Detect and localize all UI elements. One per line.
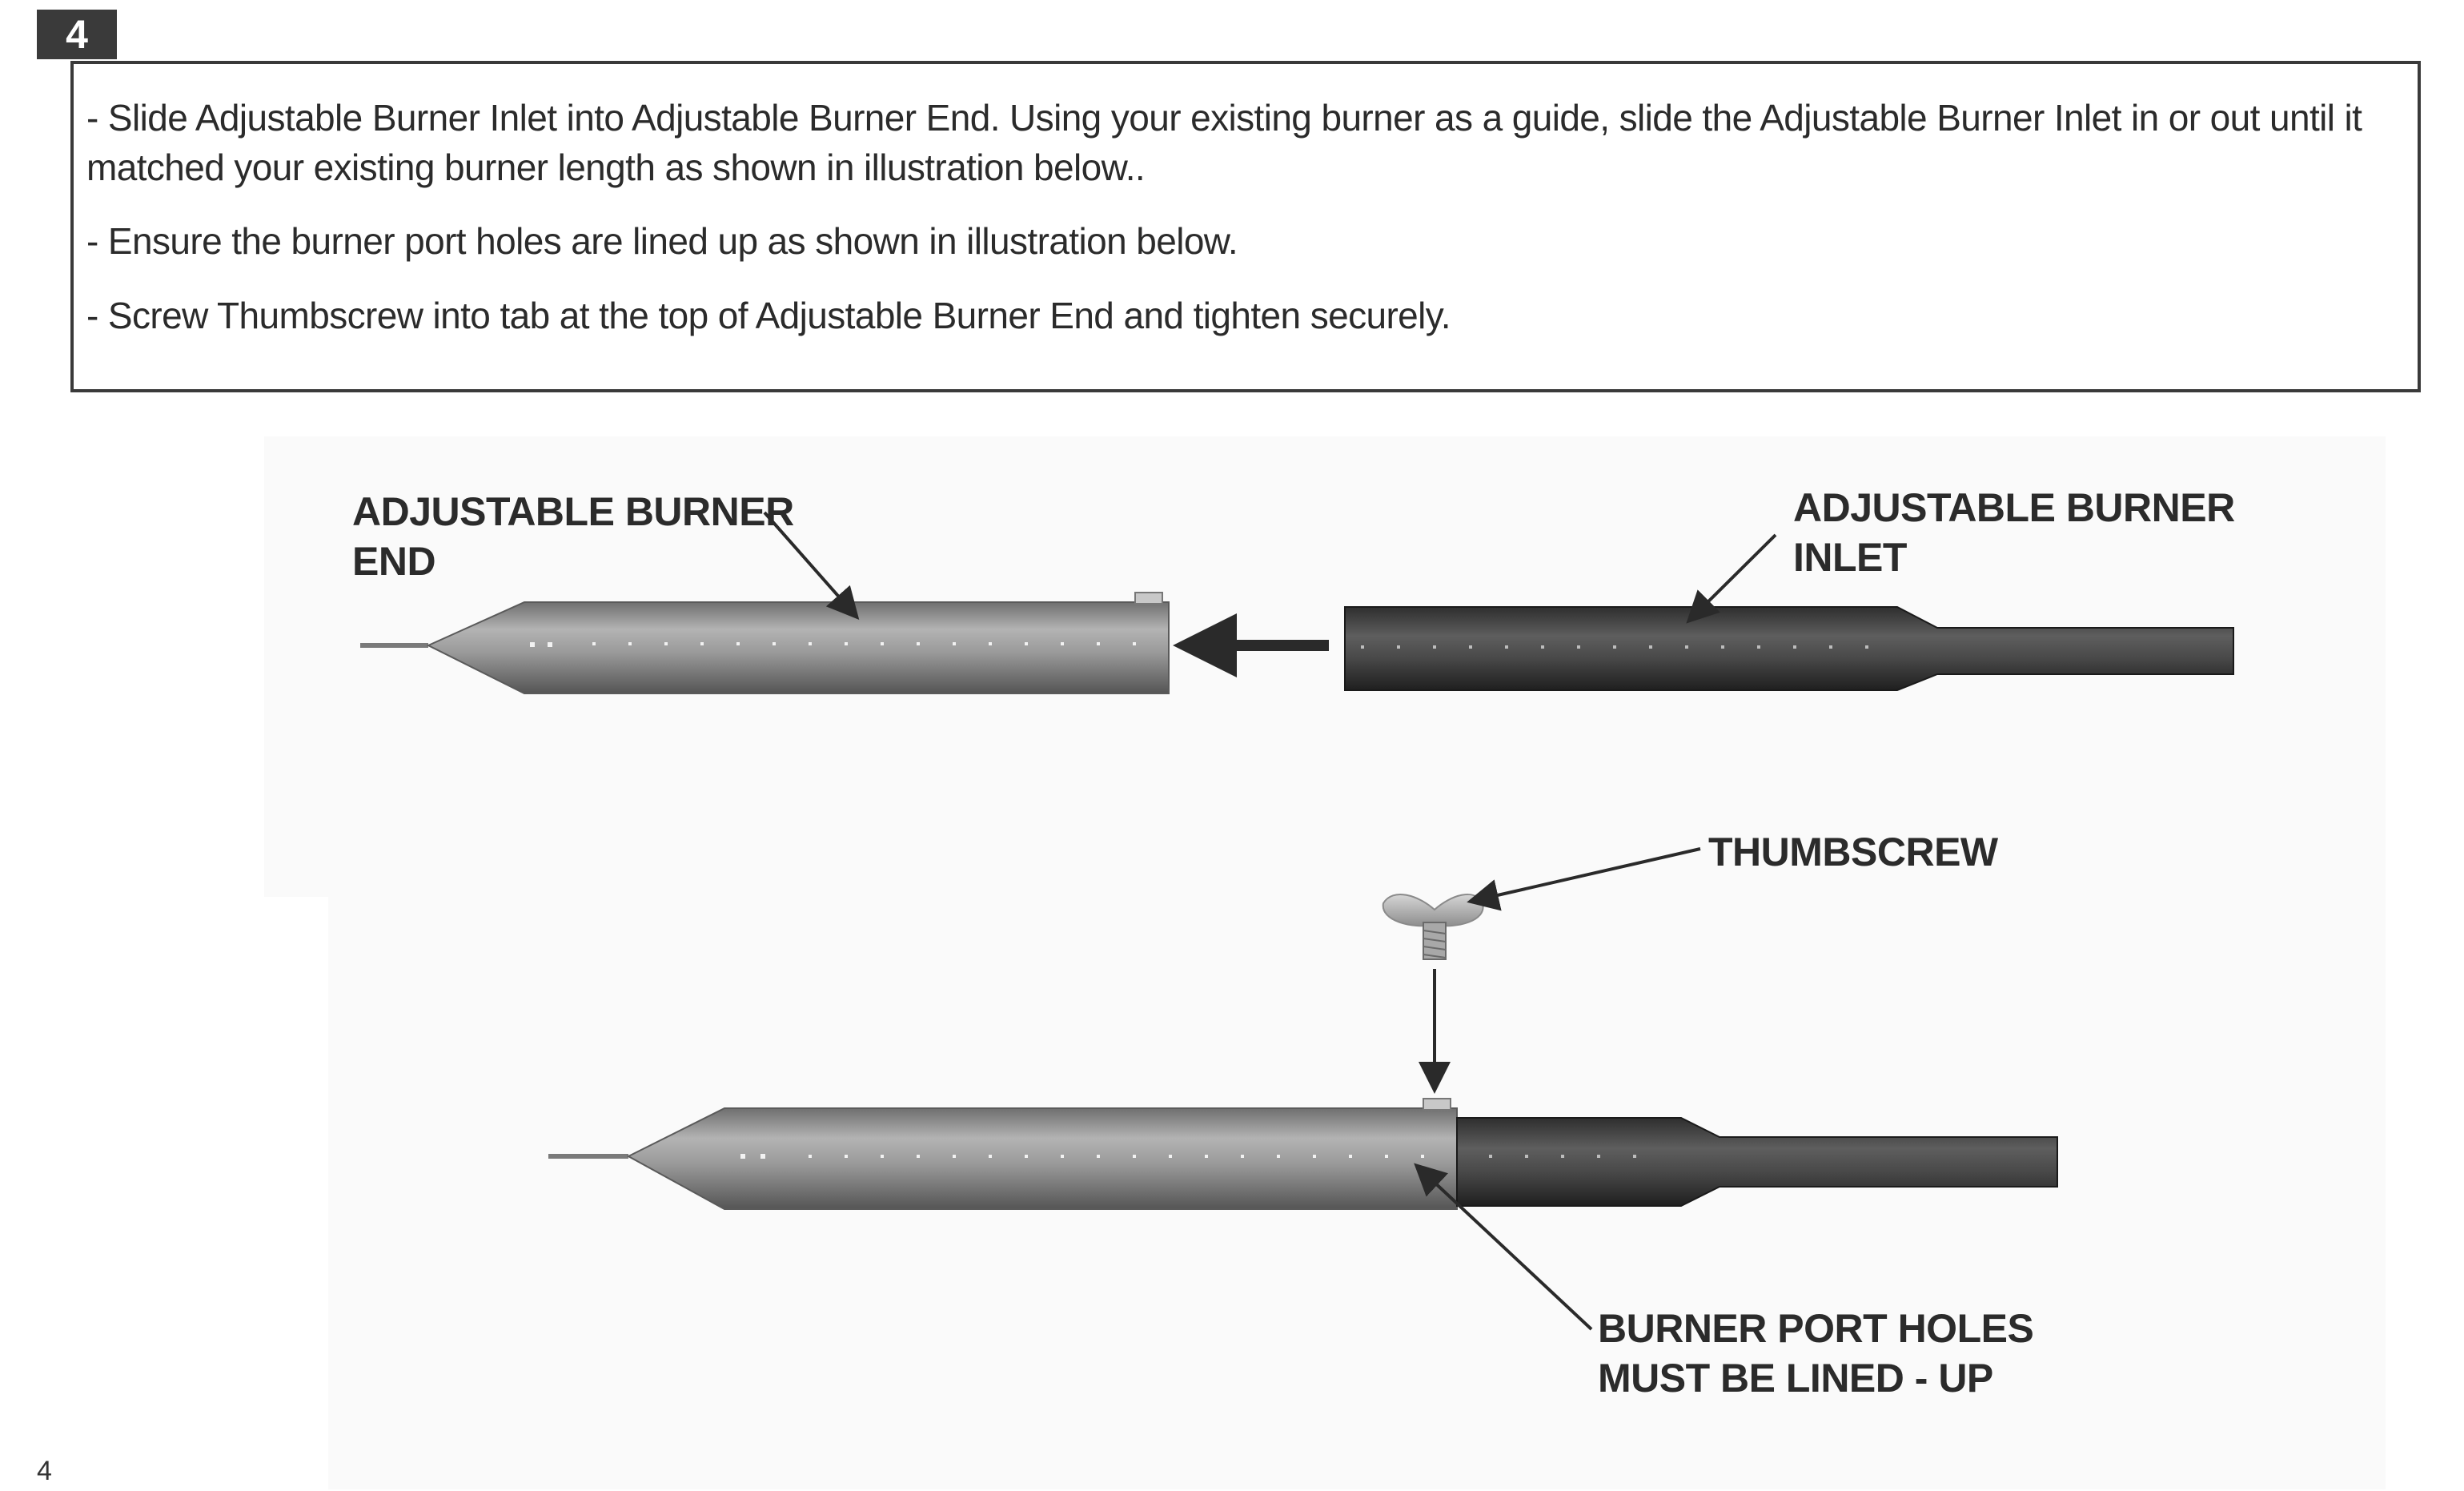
- burner-end-leader-line: [763, 511, 860, 620]
- instruction-slide-inlet-continued: matched your existing burner length as s…: [86, 147, 1146, 188]
- adjustable-burner-inlet-part: [1344, 606, 2234, 691]
- instruction-slide-inlet: - Slide Adjustable Burner Inlet into Adj…: [86, 97, 2362, 139]
- thumbscrew-part: [1382, 893, 1484, 960]
- page-number: 4: [37, 1456, 52, 1486]
- instructions-box: - Slide Adjustable Burner Inlet into Adj…: [70, 61, 2421, 392]
- callout-thumbscrew: THUMBSCREW: [1708, 830, 1998, 874]
- port-holes-leader-line: [1414, 1163, 1593, 1331]
- callout-adjustable-burner-inlet: ADJUSTABLE BURNER INLET: [1793, 485, 2235, 580]
- callout-burner-port-holes: BURNER PORT HOLES MUST BE LINED - UP: [1598, 1306, 2034, 1401]
- instruction-screw-thumbscrew: - Screw Thumbscrew into tab at the top o…: [86, 295, 1451, 336]
- burner-inlet-leader-line: [1686, 533, 1777, 624]
- thumbscrew-leader-line: [1467, 847, 1701, 911]
- adjustable-burner-end-part: [360, 592, 1170, 694]
- step-number-badge: 4: [37, 10, 117, 59]
- instruction-align-port-holes: - Ensure the burner port holes are lined…: [86, 220, 1238, 262]
- assembled-burner-part: [548, 1098, 2058, 1210]
- callout-adjustable-burner-end: ADJUSTABLE BURNER END: [352, 489, 794, 584]
- insert-direction-arrow: [1173, 613, 1329, 677]
